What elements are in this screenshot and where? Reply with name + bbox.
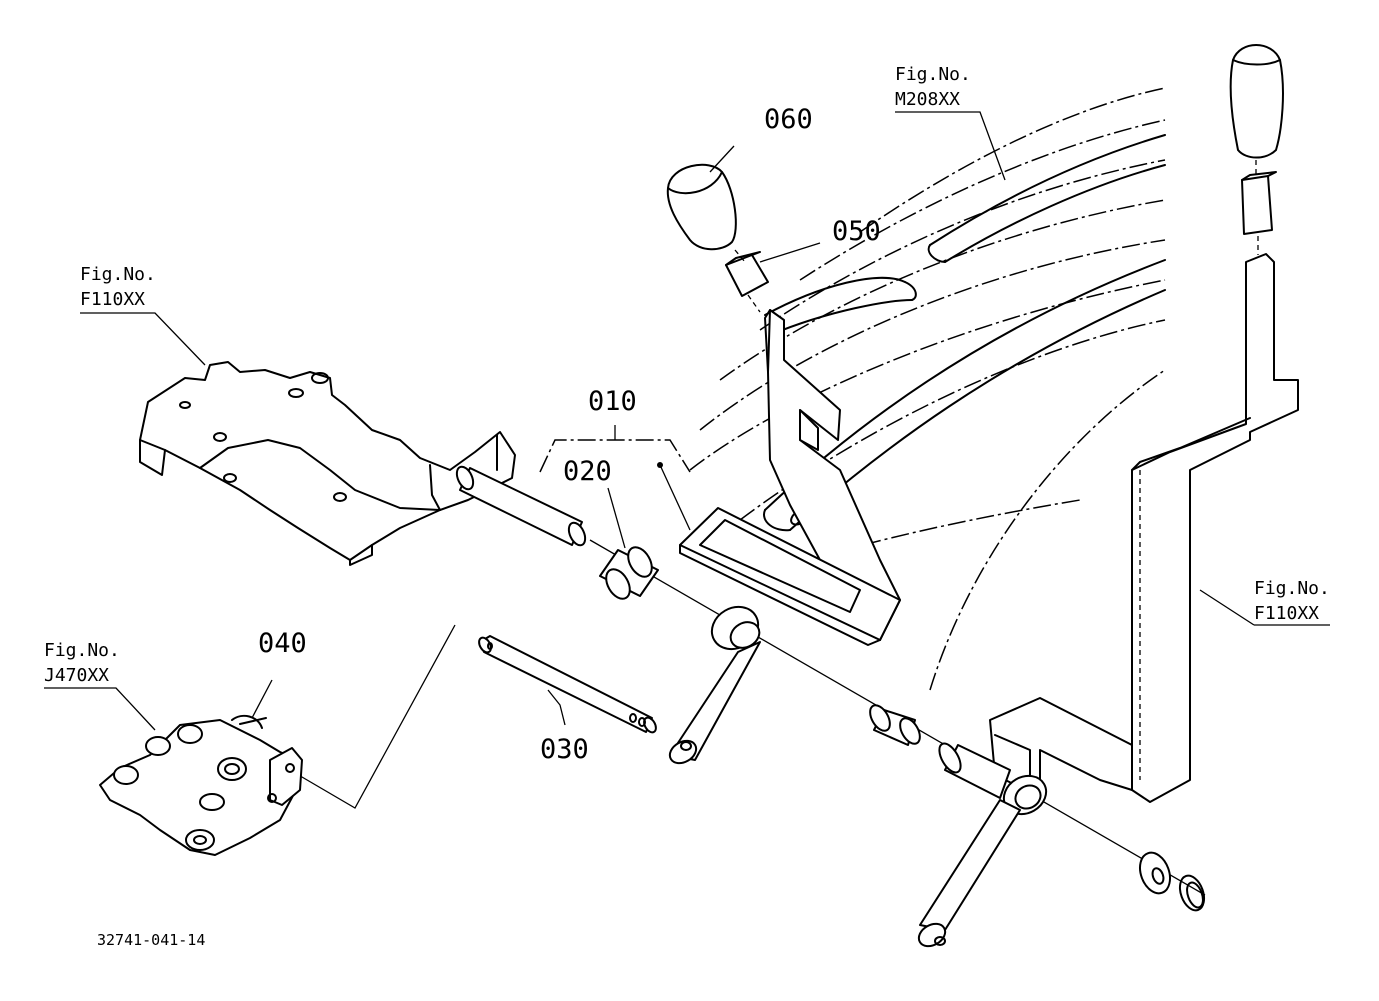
fig-label: Fig.No. [44, 640, 120, 661]
leader-lines [44, 111, 1330, 731]
ref-label-f110xx-right: Fig.No. F110XX [1254, 578, 1330, 624]
drawing-number: 32741-041-14 [97, 931, 205, 949]
range-shift-lever [989, 44, 1299, 803]
ref-label-j470xx: Fig.No. J470XX [44, 640, 120, 686]
part-number-050: 050 [832, 216, 881, 247]
rod-030 [478, 635, 657, 734]
collar-020 [599, 546, 659, 600]
bushing [869, 704, 921, 746]
fig-label: Fig.No. [895, 64, 971, 85]
transmission-case-plate [139, 361, 516, 566]
knob-adapter-050 [725, 249, 769, 313]
part-number-060: 060 [764, 104, 813, 135]
part-number-010: 010 [588, 386, 637, 417]
connection-line [289, 624, 456, 809]
shift-shaft [455, 465, 587, 547]
part-number-040: 040 [258, 628, 307, 659]
fig-code: M208XX [895, 89, 960, 110]
shift-lever-010 [668, 309, 901, 765]
fig-label: Fig.No. [80, 264, 156, 285]
washer [1139, 851, 1171, 895]
circlip [1178, 874, 1206, 912]
ref-label-f110xx-left: Fig.No. F110XX [80, 264, 156, 310]
part-number-030: 030 [540, 734, 589, 765]
fig-label: Fig.No. [1254, 578, 1330, 599]
fig-code: F110XX [1254, 603, 1319, 624]
fig-code: F110XX [80, 289, 145, 310]
range-lever-arm [917, 742, 1048, 948]
part-number-020: 020 [563, 456, 612, 487]
lever-guide-panel [689, 87, 1166, 691]
fig-code: J470XX [44, 665, 109, 686]
knob-060 [666, 163, 737, 251]
ref-label-m208xx: Fig.No. M208XX [895, 64, 971, 110]
hydraulic-valve [99, 714, 303, 856]
